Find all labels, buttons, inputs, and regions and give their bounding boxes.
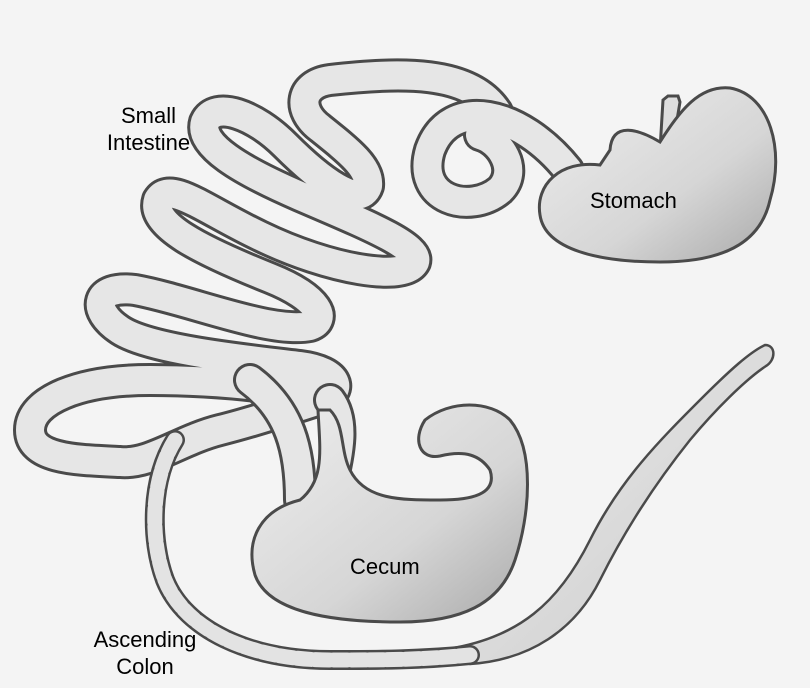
label-stomach: Stomach (590, 187, 677, 214)
stomach-organ (539, 88, 775, 262)
label-small-intestine-line1: Small (96, 102, 201, 129)
label-small-intestine: Small Intestine (96, 102, 201, 156)
label-ascending-colon-line2: Colon (80, 653, 210, 680)
label-cecum-text: Cecum (350, 553, 420, 580)
label-ascending-colon: Ascending Colon (80, 626, 210, 680)
label-cecum: Cecum (350, 553, 420, 580)
label-stomach-text: Stomach (590, 187, 677, 214)
label-ascending-colon-line1: Ascending (80, 626, 210, 653)
label-small-intestine-line2: Intestine (96, 129, 201, 156)
